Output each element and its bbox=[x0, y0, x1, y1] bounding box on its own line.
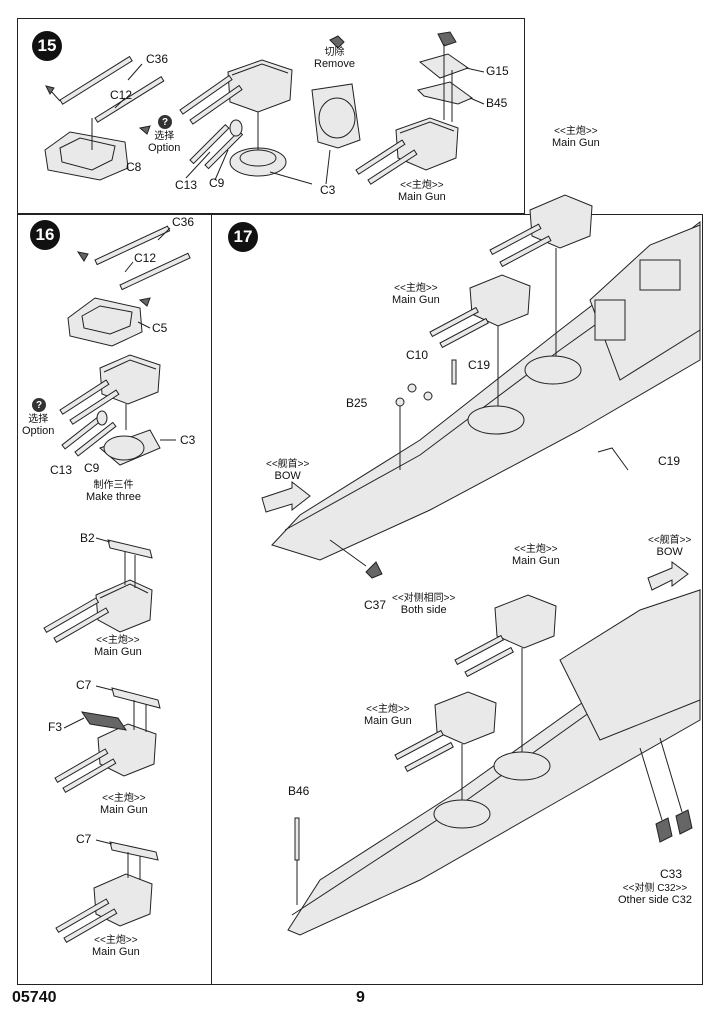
product-code: 05740 bbox=[12, 989, 57, 1006]
label-c3: C3 bbox=[320, 183, 336, 197]
label-c10: C10 bbox=[406, 348, 429, 362]
label-c13: C13 bbox=[50, 463, 73, 477]
other-side-label: <<对侧 C32>>Other side C32 bbox=[618, 883, 692, 906]
both-side-label: <<对侧相同>>Both side bbox=[392, 593, 456, 616]
label-c33: C33 bbox=[660, 867, 683, 881]
label-b25: B25 bbox=[346, 396, 368, 410]
page-number: 9 bbox=[356, 989, 365, 1006]
bow-label: <<舰首>>BOW bbox=[648, 535, 692, 558]
label-c36: C36 bbox=[146, 52, 169, 66]
label-c9: C9 bbox=[209, 176, 225, 190]
label-c19: C19 bbox=[658, 454, 681, 468]
main-gun-label: <<主炮>>Main Gun bbox=[512, 544, 560, 567]
step-number: 16 bbox=[30, 220, 60, 250]
label-c7: C7 bbox=[76, 678, 92, 692]
label-c8: C8 bbox=[126, 160, 142, 174]
step-number: 17 bbox=[228, 222, 258, 252]
label-c19: C19 bbox=[468, 358, 491, 372]
label-f3: F3 bbox=[48, 720, 63, 734]
main-gun-label: <<主炮>>Main Gun bbox=[392, 283, 440, 306]
main-gun-label: <<主炮>>Main Gun bbox=[100, 793, 148, 816]
option-icon: ? bbox=[32, 398, 46, 412]
label-c37: C37 bbox=[364, 598, 387, 612]
label-c12: C12 bbox=[134, 251, 157, 265]
step17-frame bbox=[211, 214, 703, 985]
bow-label: <<舰首>>BOW bbox=[266, 459, 310, 482]
label-c7: C7 bbox=[76, 832, 92, 846]
label-c3: C3 bbox=[180, 433, 196, 447]
option-icon: ? bbox=[158, 115, 172, 129]
label-c12: C12 bbox=[110, 88, 133, 102]
label-c5: C5 bbox=[152, 321, 168, 335]
label-c9: C9 bbox=[84, 461, 100, 475]
main-gun-label: <<主炮>>Main Gun bbox=[92, 935, 140, 958]
label-c36: C36 bbox=[172, 215, 195, 229]
label-c13: C13 bbox=[175, 178, 198, 192]
main-gun-label: <<主炮>>Main Gun bbox=[398, 180, 446, 203]
label-b45: B45 bbox=[486, 96, 508, 110]
main-gun-label: <<主炮>>Main Gun bbox=[94, 635, 142, 658]
label-b46: B46 bbox=[288, 784, 310, 798]
main-gun-label: <<主炮>>Main Gun bbox=[552, 126, 600, 149]
main-gun-label: <<主炮>>Main Gun bbox=[364, 704, 412, 727]
label-b2: B2 bbox=[80, 531, 95, 545]
label-g15: G15 bbox=[486, 64, 509, 78]
step15-frame bbox=[17, 18, 525, 214]
step-number: 15 bbox=[32, 31, 62, 61]
